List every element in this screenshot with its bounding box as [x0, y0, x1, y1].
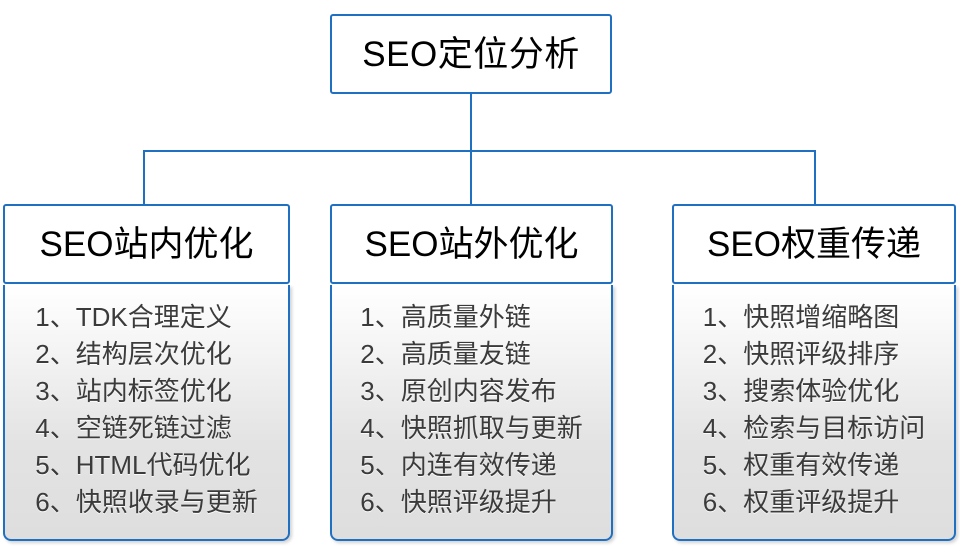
list-item: 4、检索与目标访问: [702, 413, 926, 443]
connector-drop-branch-3: [814, 150, 816, 206]
list-item: 4、空链死链过滤: [35, 413, 232, 443]
connector-drop-branch-1: [143, 150, 145, 206]
list-item: 6、快照评级提升: [360, 487, 557, 517]
branch-item-list-1: 1、TDK合理定义 2、结构层次优化 3、站内标签优化 4、空链死链过滤 5、H…: [35, 299, 257, 521]
branch-title-2: SEO站外优化: [364, 224, 579, 264]
list-item: 2、高质量友链: [360, 339, 531, 369]
branch-header-3[interactable]: SEO权重传递: [672, 204, 956, 284]
branch-body-2: 1、高质量外链 2、高质量友链 3、原创内容发布 4、快照抓取与更新 5、内连有…: [330, 285, 613, 541]
list-item: 5、内连有效传递: [360, 450, 557, 480]
branch-header-1[interactable]: SEO站内优化: [3, 204, 290, 284]
branch-column-2: SEO站外优化 1、高质量外链 2、高质量友链 3、原创内容发布 4、快照抓取与…: [330, 204, 613, 541]
branch-column-1: SEO站内优化 1、TDK合理定义 2、结构层次优化 3、站内标签优化 4、空链…: [3, 204, 290, 541]
list-item: 3、搜索体验优化: [702, 376, 900, 406]
list-item: 6、权重评级提升: [702, 487, 900, 517]
list-item: 4、快照抓取与更新: [360, 413, 583, 443]
connector-root-stem: [470, 94, 472, 152]
connector-horizontal-bus: [143, 150, 816, 152]
branch-title-1: SEO站内优化: [39, 224, 254, 264]
root-node-seo-positioning-analysis[interactable]: SEO定位分析: [330, 14, 612, 94]
connector-drop-branch-2: [470, 150, 472, 206]
branch-body-3: 1、快照增缩略图 2、快照评级排序 3、搜索体验优化 4、检索与目标访问 5、权…: [672, 285, 956, 541]
list-item: 5、权重有效传递: [702, 450, 900, 480]
list-item: 1、TDK合理定义: [35, 302, 232, 332]
branch-item-list-2: 1、高质量外链 2、高质量友链 3、原创内容发布 4、快照抓取与更新 5、内连有…: [360, 299, 582, 521]
list-item: 3、原创内容发布: [360, 376, 557, 406]
branch-header-2[interactable]: SEO站外优化: [330, 204, 613, 284]
branch-body-1: 1、TDK合理定义 2、结构层次优化 3、站内标签优化 4、空链死链过滤 5、H…: [3, 285, 290, 541]
list-item: 2、结构层次优化: [35, 339, 232, 369]
list-item: 1、快照增缩略图: [702, 302, 900, 332]
list-item: 5、HTML代码优化: [35, 450, 251, 480]
branch-column-3: SEO权重传递 1、快照增缩略图 2、快照评级排序 3、搜索体验优化 4、检索与…: [672, 204, 956, 541]
branch-title-3: SEO权重传递: [707, 224, 921, 264]
list-item: 6、快照收录与更新: [35, 487, 258, 517]
root-node-label: SEO定位分析: [362, 34, 580, 74]
list-item: 1、高质量外链: [360, 302, 531, 332]
list-item: 3、站内标签优化: [35, 376, 232, 406]
list-item: 2、快照评级排序: [702, 339, 900, 369]
branch-item-list-3: 1、快照增缩略图 2、快照评级排序 3、搜索体验优化 4、检索与目标访问 5、权…: [703, 299, 925, 521]
